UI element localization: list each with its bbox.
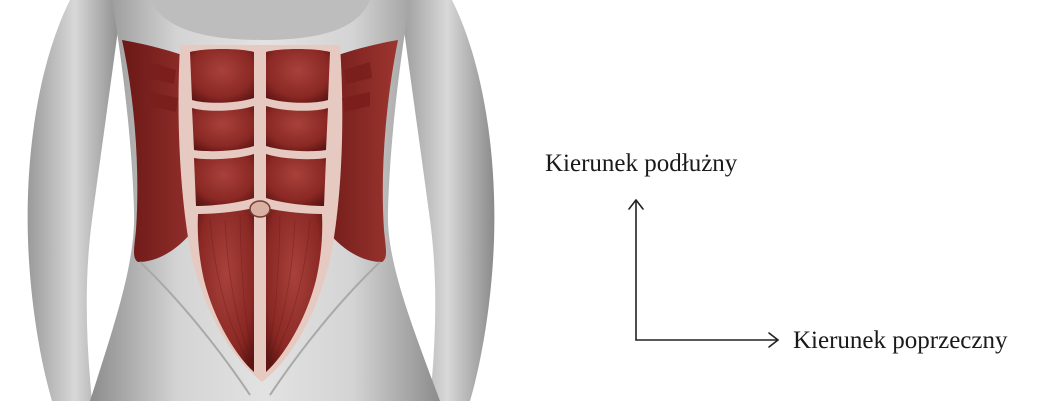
left-arm [28, 0, 122, 401]
abdominal-muscles-illustration [0, 0, 520, 401]
navel [250, 201, 270, 217]
transverse-direction-label: Kierunek poprzeczny [793, 327, 1007, 355]
direction-axes [600, 180, 800, 360]
torso-svg [0, 0, 520, 401]
longitudinal-direction-label: Kierunek podłużny [545, 150, 737, 178]
